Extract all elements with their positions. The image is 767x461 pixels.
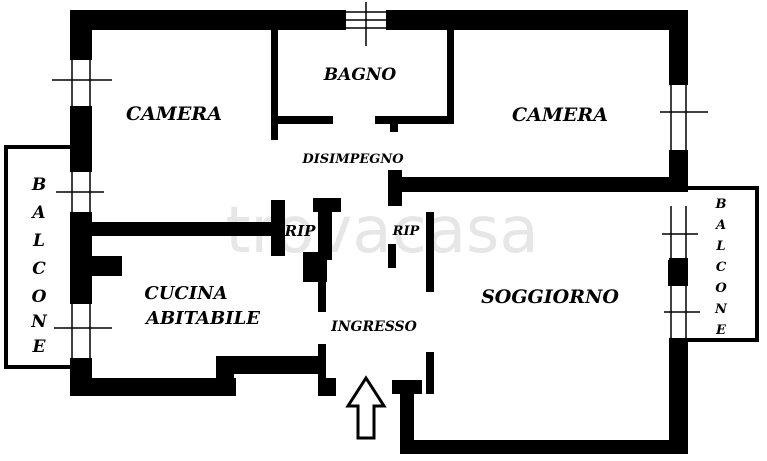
label-abitabile: ABITABILE [144, 308, 260, 329]
label-bagno: BAGNO [323, 65, 397, 85]
balcone-left-letter: A [30, 203, 45, 223]
label-ingresso: INGRESSO [330, 319, 418, 335]
entrance-arrow-icon [345, 375, 387, 440]
label-balcone-left: B A L C O N E [30, 175, 48, 357]
walls [70, 10, 688, 454]
balcone-right-letter: O [715, 281, 727, 296]
balcone-left-letter: B [31, 175, 46, 195]
balcone-right-letter: L [715, 239, 725, 254]
label-rip-left: RIP [284, 222, 316, 240]
label-soggiorno: SOGGIORNO [481, 286, 619, 308]
label-balcone-right: B A L C O N E [714, 197, 728, 338]
balcone-left-letter: L [32, 231, 45, 251]
balcone-right-letter: E [715, 323, 727, 338]
balcone-right-letter: N [714, 302, 728, 317]
balcone-left-letter: O [32, 287, 47, 307]
balconies [4, 145, 759, 369]
balcone-left-letter: E [32, 337, 47, 357]
balcone-left-letter: C [32, 259, 46, 279]
window-mullion [668, 260, 688, 286]
balcone-right-letter: B [715, 197, 727, 212]
label-disimpegno: DISIMPEGNO [301, 152, 404, 167]
label-camera-left: CAMERA [126, 103, 222, 125]
label-cucina: CUCINA [144, 283, 227, 304]
label-camera-right: CAMERA [512, 104, 608, 126]
windows [52, 2, 708, 358]
balcone-right-letter: C [716, 260, 727, 275]
balcone-right-letter: A [714, 218, 726, 233]
balcone-left-letter: N [30, 312, 48, 332]
label-rip-right: RIP [392, 224, 421, 239]
